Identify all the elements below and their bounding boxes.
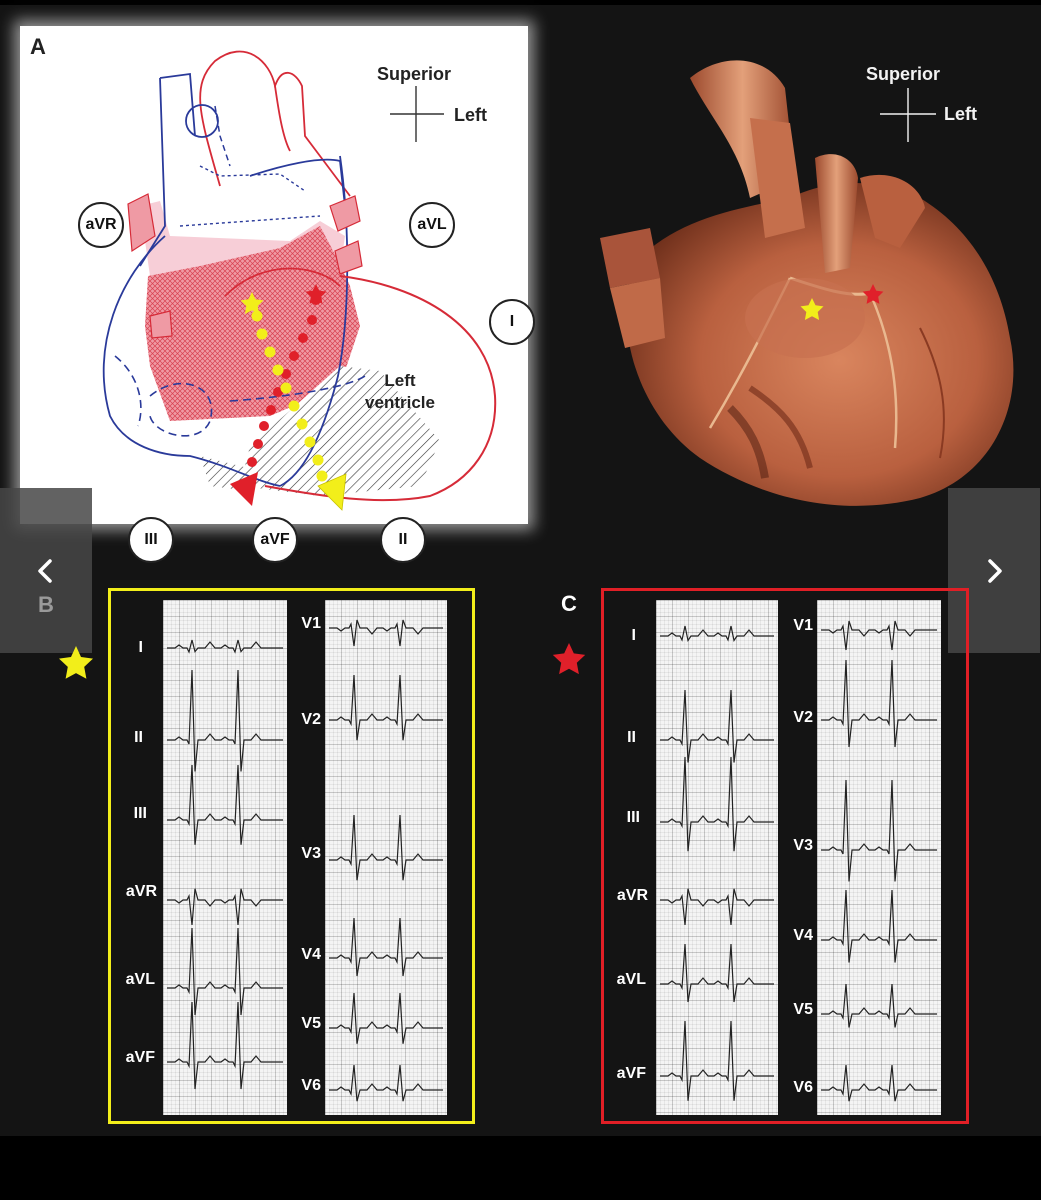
ecg-trace [660,689,774,763]
superior-label: Superior [377,64,452,84]
ecg-trace [821,1064,937,1102]
limb-lead-strip [656,600,778,1115]
red-star-icon [552,643,586,675]
lead-label: aVL [616,971,646,988]
ecg-trace [821,779,937,882]
lead-label: V4 [301,946,321,963]
lead-marker-avl: aVL [409,202,455,248]
ecg-trace [167,639,283,654]
ecg-trace [660,1020,774,1101]
lead-label: V1 [793,617,813,634]
panel-letter-a: A [30,34,46,59]
ecg-trace [329,1064,443,1102]
left-ventricle-label: Left ventricle [365,371,435,412]
chevron-right-icon [988,558,1002,583]
yellow-arrowhead [317,473,347,511]
lead-label: aVR [125,883,157,900]
ecg-trace [167,1001,283,1090]
lead-label: V6 [793,1079,813,1096]
lead-label: V2 [793,709,813,726]
lead-label: III [133,805,147,822]
lead-label: II [134,729,143,746]
heart-specimen-photo [600,60,1014,506]
yellow-star-icon [59,646,93,679]
lead-label: II [627,729,636,746]
lead-label: V1 [301,615,321,632]
lead-label: aVF [125,1049,155,1066]
lead-label: aVF [616,1065,646,1082]
heart-diagram [102,50,497,511]
ecg-trace [660,625,774,643]
lead-label: aVR [616,887,648,904]
lead-label: V4 [793,927,813,944]
chest-lead-strip [817,600,941,1115]
next-button[interactable] [948,488,1040,653]
lead-marker-iii: III [128,517,174,563]
ecg-trace [329,674,443,741]
lead-label: V2 [301,711,321,728]
panel-letter-b: B [38,592,54,617]
ecg-trace [167,764,283,845]
red-star-icon [862,284,884,304]
lead-label: I [138,639,143,656]
chest-lead-strip [325,600,447,1115]
ecg-trace [821,983,937,1028]
left-label: Left [454,105,487,125]
ecg-trace [329,619,443,647]
lead-label: aVL [125,971,155,988]
ecg-trace [167,927,283,1016]
lead-label: I [631,627,636,644]
left-label: Left [944,104,977,124]
ecg-trace [821,620,937,651]
ecg-trace [660,888,774,926]
heart-diagram-panel: A Superior Left Left ventricle aVR aVL [20,26,528,524]
ecg-panel-b: I II III aVR aVL aVF V1 V2 V3 V4 V5 V6 [108,588,475,1124]
yellow-conduction-path [251,310,328,482]
superior-label: Superior [866,64,941,84]
ecg-trace [167,669,283,772]
ecg-trace [821,889,937,963]
ecg-trace [167,888,283,926]
ecg-trace [329,992,443,1044]
ecg-trace [821,659,937,748]
ecg-trace [660,756,774,852]
ecg-panel-c: I II III aVR aVL aVF V1 V2 V3 V4 V5 V6 [601,588,969,1124]
previous-button[interactable] [0,488,92,653]
bottom-bar [0,1136,1041,1200]
lead-label: III [626,809,640,826]
red-arrowhead [230,472,258,506]
limb-lead-strip [163,600,287,1115]
panel-letter-c: C [561,591,577,616]
ecg-trace [329,917,443,977]
yellow-star-icon [800,298,824,320]
lead-label: V3 [793,837,813,854]
lead-label: V6 [301,1077,321,1094]
red-star-icon [305,284,327,304]
lead-label: V5 [301,1015,321,1032]
lead-label: V5 [793,1001,813,1018]
ecg-trace [329,814,443,881]
lead-label: V3 [301,845,321,862]
top-bar [0,0,1041,5]
lead-marker-avr: aVR [78,202,124,248]
yellow-star-icon [240,292,264,314]
lead-marker-avf: aVF [252,517,298,563]
red-conduction-path [247,295,321,467]
ecg-trace [660,943,774,1003]
lead-marker-ii: II [380,517,426,563]
lead-marker-i: I [489,299,535,345]
chevron-left-icon [38,558,52,583]
